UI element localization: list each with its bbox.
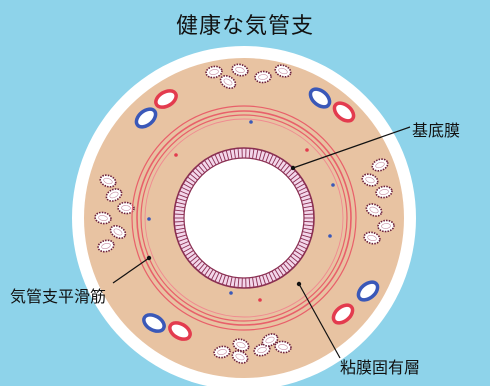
- tissue-dot: [174, 153, 178, 157]
- lumen: [183, 157, 305, 279]
- gland: [231, 350, 249, 364]
- gland: [254, 70, 272, 84]
- leader-muscle: [112, 257, 150, 284]
- gland: [231, 63, 249, 77]
- gland: [375, 185, 393, 199]
- gland: [371, 158, 389, 172]
- gland: [274, 340, 292, 354]
- gland: [94, 211, 112, 225]
- label-smooth-muscle: 気管支平滑筋: [10, 287, 107, 306]
- leader-lines: [112, 126, 411, 359]
- epithelium-cells: [174, 148, 314, 288]
- gland: [365, 203, 383, 217]
- blood-vessel: [308, 87, 332, 109]
- gland: [377, 219, 395, 233]
- gland: [109, 224, 127, 240]
- label-basement-membrane: 基底膜: [412, 121, 461, 140]
- glands: [94, 63, 395, 364]
- tissue-dot: [331, 183, 335, 187]
- label-lamina-propria: 粘膜固有層: [340, 358, 421, 377]
- gland: [363, 231, 381, 245]
- blood-vessel: [356, 280, 380, 302]
- gland: [261, 333, 279, 347]
- smooth-muscle-ring: [131, 105, 357, 331]
- tissue-dot: [305, 148, 309, 152]
- blood-vessel: [168, 321, 192, 341]
- blood-vessel: [331, 303, 355, 325]
- blood-vessel: [154, 89, 178, 109]
- blood-vessel: [332, 101, 356, 123]
- gland: [117, 201, 135, 215]
- blood-vessel: [134, 107, 158, 129]
- gland: [99, 174, 117, 188]
- tissue-dot: [147, 217, 151, 221]
- lamina-propria-dots: [147, 120, 335, 302]
- tissue-dot: [328, 234, 332, 238]
- tissue-dot: [258, 298, 262, 302]
- leader-propria: [298, 283, 341, 359]
- gland: [205, 65, 223, 79]
- leader-dots: [146, 165, 302, 287]
- diagram-title: 健康な気管支: [175, 14, 314, 39]
- blood-vessels: [134, 87, 380, 341]
- leader-basement: [292, 126, 411, 169]
- tissue-dot: [229, 291, 233, 295]
- gland: [232, 338, 250, 352]
- tissue-dot: [249, 120, 253, 124]
- blood-vessel: [142, 313, 166, 333]
